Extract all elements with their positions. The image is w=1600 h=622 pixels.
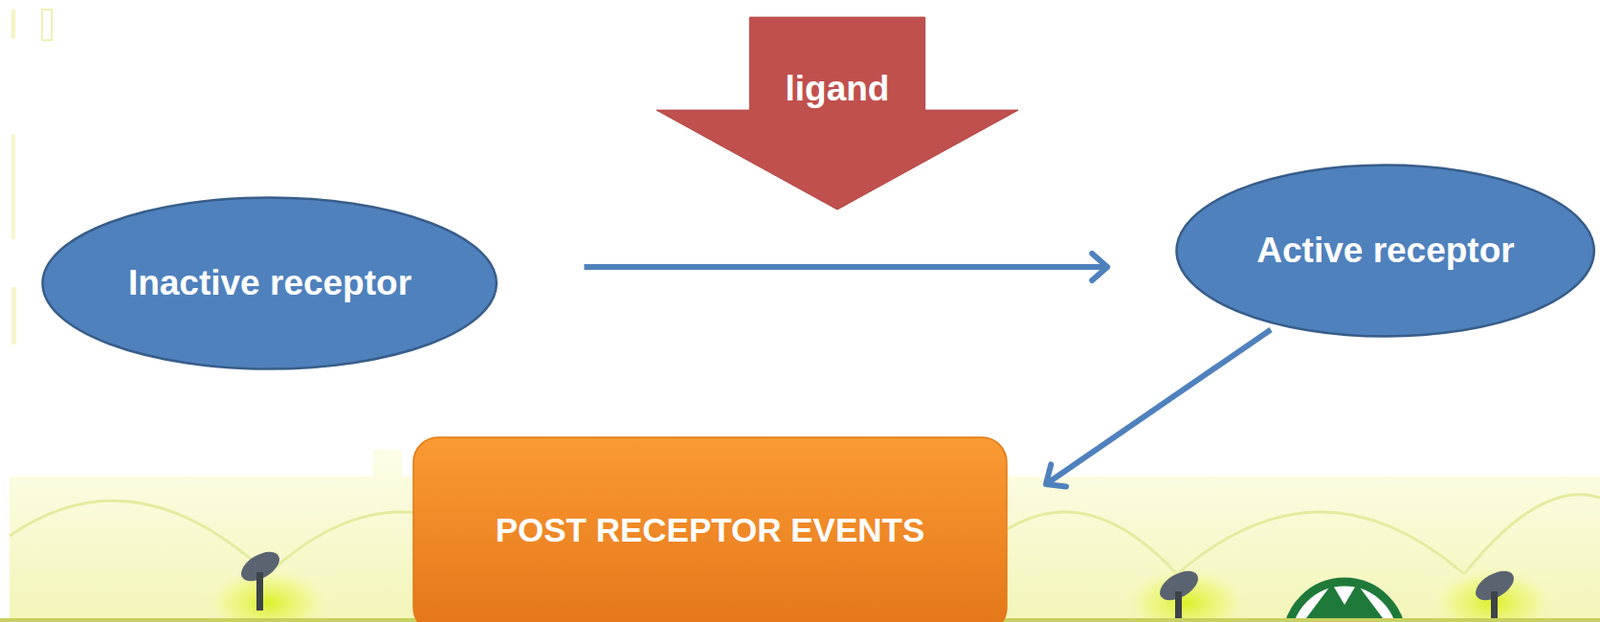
decor-glow (1119, 564, 1254, 622)
process-box: POST RECEPTOR EVENTS (412, 436, 1008, 622)
ligand-arrow: ligand (656, 17, 1019, 210)
text-holder: ligand (656, 66, 1019, 112)
text-holder: Inactive receptor (41, 196, 498, 371)
receptor-ellipse: Inactive receptor (41, 196, 498, 371)
edge-mark (11, 133, 16, 240)
edge-mark (11, 287, 17, 345)
logo-mark (1287, 581, 1402, 622)
node-label: Inactive receptor (128, 261, 412, 306)
edge-mark (42, 9, 52, 41)
ellipse-outline (43, 198, 497, 370)
decor-glow (1425, 564, 1560, 622)
flow-arrow (1045, 329, 1271, 485)
edge-mark (11, 9, 16, 39)
ellipse-outline (1177, 165, 1595, 337)
node-label: ligand (785, 66, 890, 112)
text-holder: POST RECEPTOR EVENTS (412, 436, 1008, 622)
arrow-outline (656, 17, 1019, 210)
node-label: POST RECEPTOR EVENTS (495, 509, 926, 552)
rect-outline (413, 437, 1007, 622)
dish-icon (1470, 565, 1519, 622)
shape-outline (656, 17, 1019, 210)
text-holder: Active receptor (1175, 163, 1596, 338)
receptor-ellipse: Active receptor (1175, 163, 1596, 338)
dish-icon (236, 546, 285, 611)
flow-arrow (583, 264, 1108, 270)
dish-icon (1155, 565, 1203, 622)
node-label: Active receptor (1256, 228, 1514, 273)
